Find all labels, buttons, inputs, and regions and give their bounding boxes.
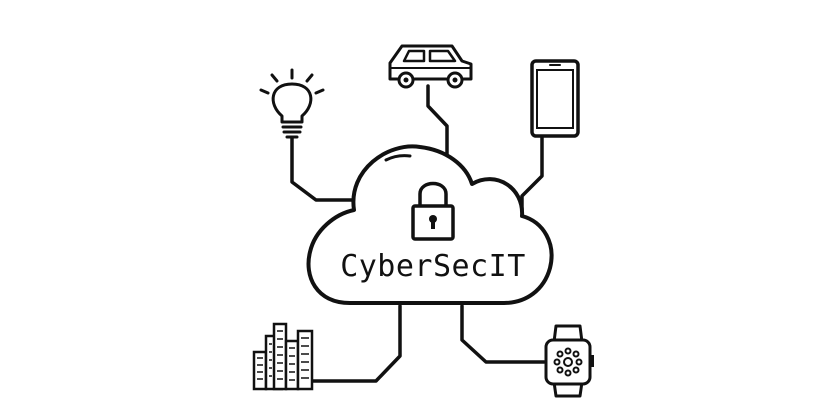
buildings-icon (252, 322, 314, 391)
connector-buildings (310, 304, 402, 383)
cloud-highlight (384, 154, 412, 162)
light-bulb-icon (259, 68, 325, 139)
padlock-icon (411, 181, 455, 241)
car-icon (388, 44, 473, 89)
cloud-label: CyberSecIT (340, 249, 526, 284)
connector-car (426, 84, 449, 162)
connector-watch (460, 304, 546, 364)
connector-phone (520, 134, 544, 218)
smartphone-icon (530, 59, 580, 138)
smartwatch-icon (544, 324, 594, 398)
connector-lines (290, 84, 546, 383)
connector-bulb (290, 136, 354, 202)
